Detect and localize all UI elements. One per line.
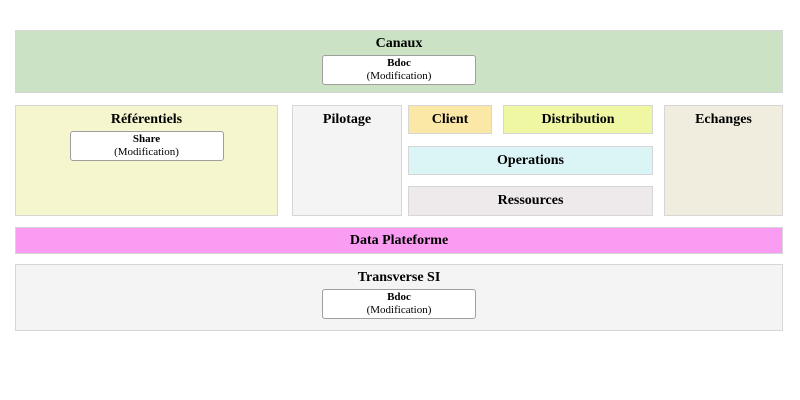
canaux-bdoc-label: Bdoc [387, 57, 411, 69]
ressources-block: Ressources [408, 186, 653, 216]
center-column: Client Distribution Operations Ressource… [408, 105, 653, 216]
referentiels-share-sublabel: (Modification) [114, 146, 179, 158]
transverse-bdoc-label: Bdoc [387, 291, 411, 303]
echanges-block: Echanges [664, 105, 783, 216]
data-plateforme-block: Data Plateforme [15, 227, 783, 254]
echanges-title: Echanges [695, 112, 752, 127]
referentiels-share-label: Share [132, 133, 161, 145]
referentiels-share-button[interactable]: Share (Modification) [69, 131, 224, 161]
referentiels-title: Référentiels [110, 112, 183, 127]
transverse-bdoc-sublabel: (Modification) [366, 304, 432, 316]
transverse-bdoc-button[interactable]: Bdoc (Modification) [322, 289, 476, 319]
client-block: Client [408, 105, 492, 134]
client-distribution-row: Client Distribution [408, 105, 653, 134]
canaux-title: Canaux [375, 36, 423, 51]
canaux-block: Canaux Bdoc (Modification) [15, 30, 783, 93]
pilotage-block: Pilotage [292, 105, 402, 216]
referentiels-block: Référentiels Share (Modification) [15, 105, 278, 216]
middle-row: Référentiels Share (Modification) Pilota… [15, 105, 783, 216]
transverse-si-title: Transverse SI [357, 270, 441, 285]
canaux-bdoc-button[interactable]: Bdoc (Modification) [322, 55, 476, 85]
canaux-bdoc-sublabel: (Modification) [366, 70, 432, 82]
distribution-block: Distribution [503, 105, 653, 134]
transverse-si-block: Transverse SI Bdoc (Modification) [15, 264, 783, 331]
pilotage-title: Pilotage [322, 112, 372, 127]
operations-block: Operations [408, 145, 653, 175]
